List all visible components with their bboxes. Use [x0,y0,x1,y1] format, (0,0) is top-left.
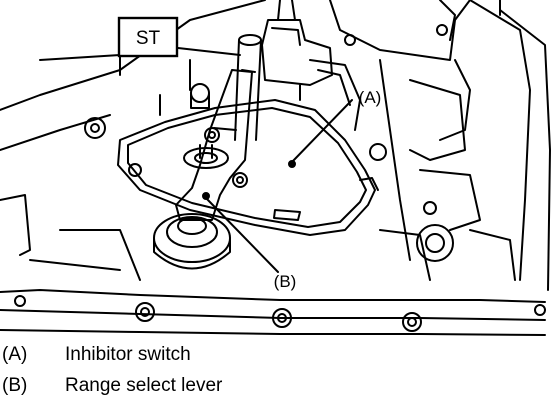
legend-item-range-select-lever: (B) Range select lever [2,374,558,398]
legend-key: (A) [2,344,28,365]
leader-line-b [205,197,279,273]
leader-dot-b [202,192,210,200]
legend-description: Inhibitor switch [65,344,191,365]
legend-item-inhibitor-switch: (A) Inhibitor switch [2,343,558,367]
range-select-lever [153,69,253,270]
leader-line-a [291,99,353,163]
leader-dot-a [288,160,296,168]
switch-connector [261,0,361,131]
legend-description: Range select lever [65,375,223,396]
lower-flange [0,289,546,336]
st-label: ST [136,28,161,49]
case-bolts [84,24,454,262]
callout-a: (A) [359,88,382,107]
legend-key: (B) [2,375,28,396]
inhibitor-switch-body [117,99,379,236]
transmission-case [0,0,551,291]
callout-b: (B) [274,272,297,291]
st-label-box [117,16,179,58]
